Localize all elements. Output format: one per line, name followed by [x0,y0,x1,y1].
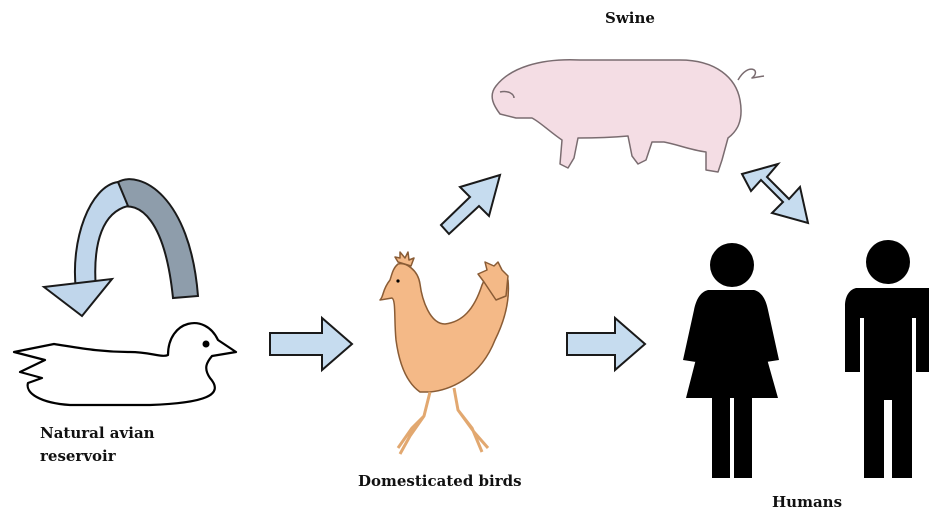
arrow-swine-humans-bidirectional [742,164,808,223]
loop-arrow-front-band [75,182,128,290]
label-domesticated-birds: Domesticated birds [358,470,522,492]
pig-icon [492,60,764,172]
loop-arrow-back-band [118,179,198,298]
woman-icon [683,243,779,478]
arrow-chicken-to-humans [567,318,645,370]
label-natural-avian-line2: reservoir [40,445,116,467]
man-icon [845,240,929,478]
arrow-duck-to-chicken [270,318,352,370]
label-humans: Humans [772,491,842,513]
loop-arrow-head [44,279,112,316]
duck-icon [14,323,236,405]
label-swine: Swine [605,7,655,29]
chicken-icon [380,252,508,454]
label-natural-avian-line1: Natural avian [40,422,155,444]
arrow-chicken-to-swine [441,175,500,234]
reservoir-loop-arrow [44,179,198,316]
